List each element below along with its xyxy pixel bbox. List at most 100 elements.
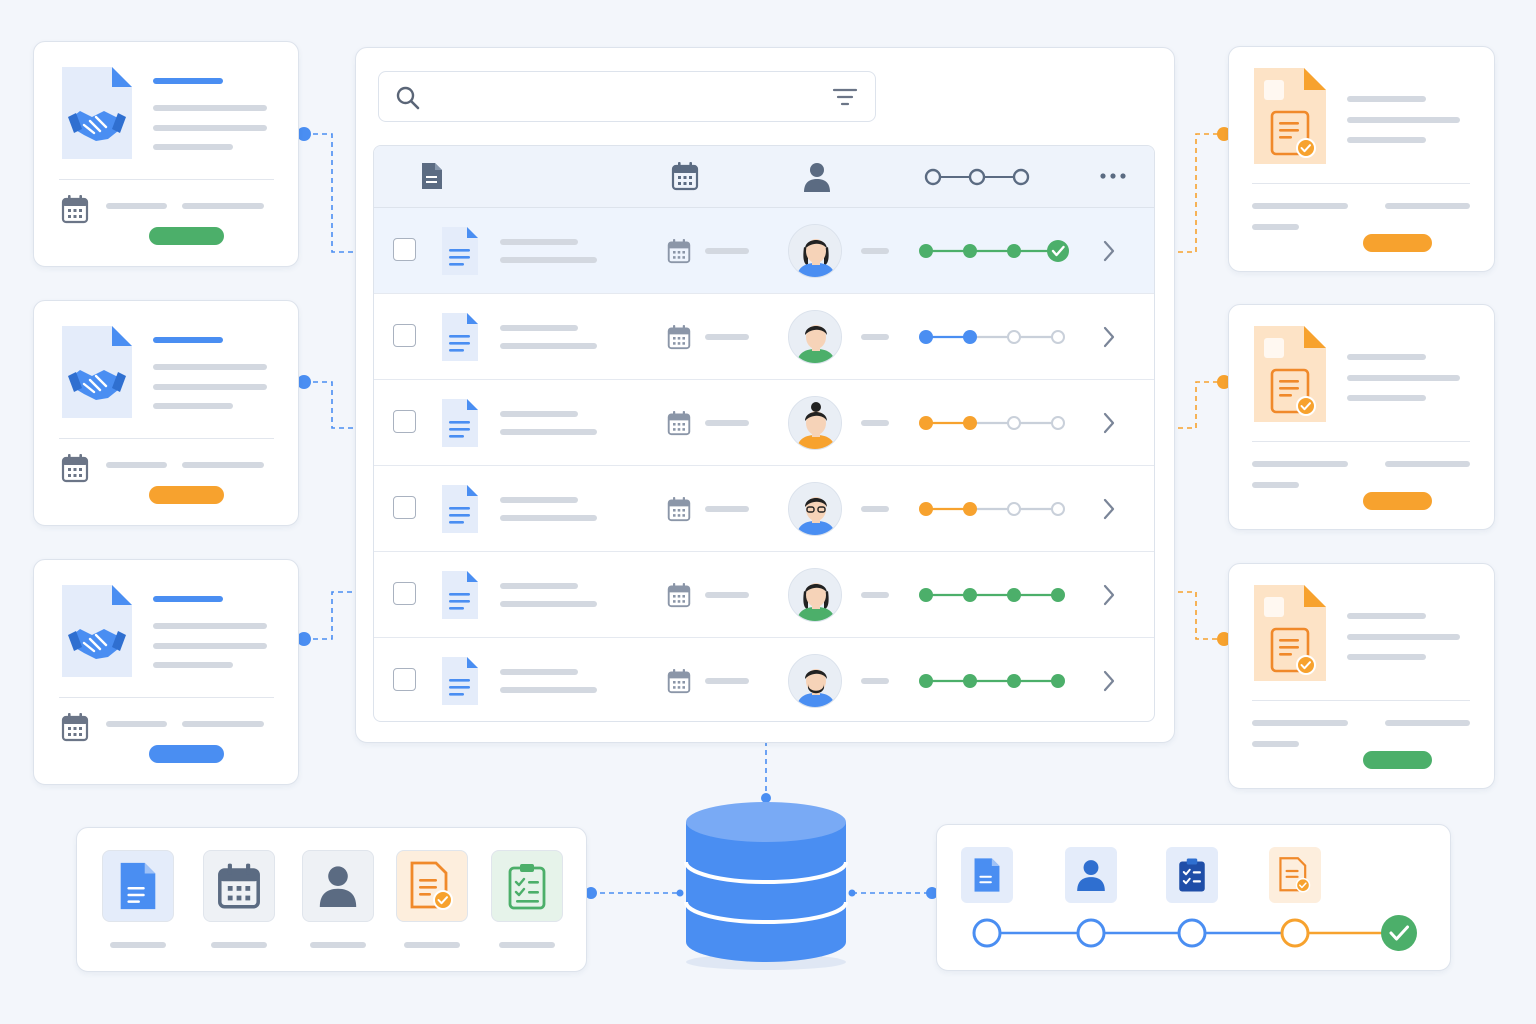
entity-tile[interactable] [302, 850, 374, 922]
date-placeholder [182, 721, 264, 727]
card-title-placeholder [153, 596, 223, 602]
chevron-right-icon[interactable] [1102, 583, 1116, 607]
calendar-icon [667, 496, 691, 522]
handshake-document-icon [60, 65, 134, 161]
workflow-step-node[interactable] [1280, 918, 1310, 948]
row-title-placeholder [500, 239, 578, 245]
row-checkbox[interactable] [393, 324, 416, 347]
row-checkbox[interactable] [393, 668, 416, 691]
approval-card[interactable] [1228, 46, 1495, 272]
approval-card[interactable] [1228, 304, 1495, 530]
row-checkbox[interactable] [393, 238, 416, 261]
document-icon [440, 225, 480, 277]
meta-placeholder [1252, 461, 1348, 467]
chevron-right-icon[interactable] [1102, 411, 1116, 435]
entity-tile[interactable] [203, 850, 275, 922]
more-icon[interactable] [1099, 172, 1127, 180]
table-row[interactable] [374, 466, 1154, 552]
contract-card[interactable] [33, 41, 299, 267]
user-column-icon[interactable] [802, 161, 832, 193]
search-bar[interactable] [378, 71, 876, 122]
table-row[interactable] [374, 380, 1154, 466]
workflow-step-node[interactable] [1177, 918, 1207, 948]
card-line-placeholder [153, 364, 267, 370]
row-checkbox[interactable] [393, 496, 416, 519]
calendar-icon [61, 194, 89, 224]
avatar [788, 310, 842, 364]
meta-placeholder [1252, 741, 1299, 747]
meta-placeholder [1252, 482, 1299, 488]
progress-tracker [916, 581, 1078, 609]
progress-tracker [916, 495, 1078, 523]
avatar [788, 654, 842, 708]
chevron-right-icon[interactable] [1102, 669, 1116, 693]
divider [1252, 700, 1470, 701]
tile-label-placeholder [211, 942, 267, 948]
row-title-placeholder [500, 325, 578, 331]
row-title-placeholder [500, 497, 578, 503]
workflow-panel [936, 824, 1451, 971]
status-badge [149, 745, 224, 763]
date-placeholder [106, 721, 167, 727]
card-line-placeholder [1347, 117, 1460, 123]
table-row[interactable] [374, 208, 1154, 294]
user-icon [317, 863, 359, 909]
row-subtitle-placeholder [500, 687, 597, 693]
meta-placeholder [1252, 203, 1348, 209]
table-row[interactable] [374, 552, 1154, 638]
workflow-step-node[interactable] [972, 918, 1002, 948]
tile-label-placeholder [499, 942, 555, 948]
table-row[interactable] [374, 638, 1154, 721]
workflow-complete-node[interactable] [1380, 914, 1418, 952]
table-header [374, 146, 1154, 208]
search-icon[interactable] [395, 85, 421, 111]
date-placeholder [106, 203, 167, 209]
contract-card[interactable] [33, 300, 299, 526]
avatar [788, 224, 842, 278]
date-placeholder [106, 462, 167, 468]
meta-placeholder [1385, 461, 1470, 467]
document-icon [440, 397, 480, 449]
row-checkbox[interactable] [393, 410, 416, 433]
progress-steps-icon[interactable] [923, 166, 1031, 188]
row-subtitle-placeholder [500, 601, 597, 607]
filter-icon[interactable] [832, 87, 858, 107]
table-row[interactable] [374, 294, 1154, 380]
chevron-right-icon[interactable] [1102, 497, 1116, 521]
calendar-icon [61, 712, 89, 742]
row-checkbox[interactable] [393, 582, 416, 605]
contract-card[interactable] [33, 559, 299, 785]
checklist-icon [1166, 847, 1218, 903]
assignee-placeholder [861, 420, 889, 426]
document-column-icon[interactable] [420, 161, 444, 191]
assignee-placeholder [861, 248, 889, 254]
calendar-icon [216, 862, 262, 910]
workflow-step-node[interactable] [1076, 918, 1106, 948]
divider [59, 697, 274, 698]
entity-tile[interactable] [396, 850, 468, 922]
entity-tile[interactable] [491, 850, 563, 922]
search-input[interactable] [431, 82, 811, 110]
chevron-right-icon[interactable] [1102, 239, 1116, 263]
card-title-placeholder [153, 337, 223, 343]
status-badge [1363, 492, 1432, 510]
chevron-right-icon[interactable] [1102, 325, 1116, 349]
card-line-placeholder [1347, 634, 1460, 640]
card-line-placeholder [153, 403, 233, 409]
calendar-column-icon[interactable] [671, 161, 699, 191]
progress-tracker [916, 409, 1078, 437]
card-title-placeholder [153, 78, 223, 84]
row-subtitle-placeholder [500, 343, 597, 349]
document-icon [961, 847, 1013, 903]
approval-card[interactable] [1228, 563, 1495, 789]
meta-placeholder [1252, 224, 1299, 230]
date-placeholder [705, 592, 749, 598]
approved-document-icon [1252, 66, 1328, 166]
avatar [788, 396, 842, 450]
date-placeholder [705, 506, 749, 512]
calendar-icon [667, 410, 691, 436]
row-title-placeholder [500, 669, 578, 675]
card-line-placeholder [1347, 395, 1426, 401]
assignee-placeholder [861, 678, 889, 684]
entity-tile[interactable] [102, 850, 174, 922]
